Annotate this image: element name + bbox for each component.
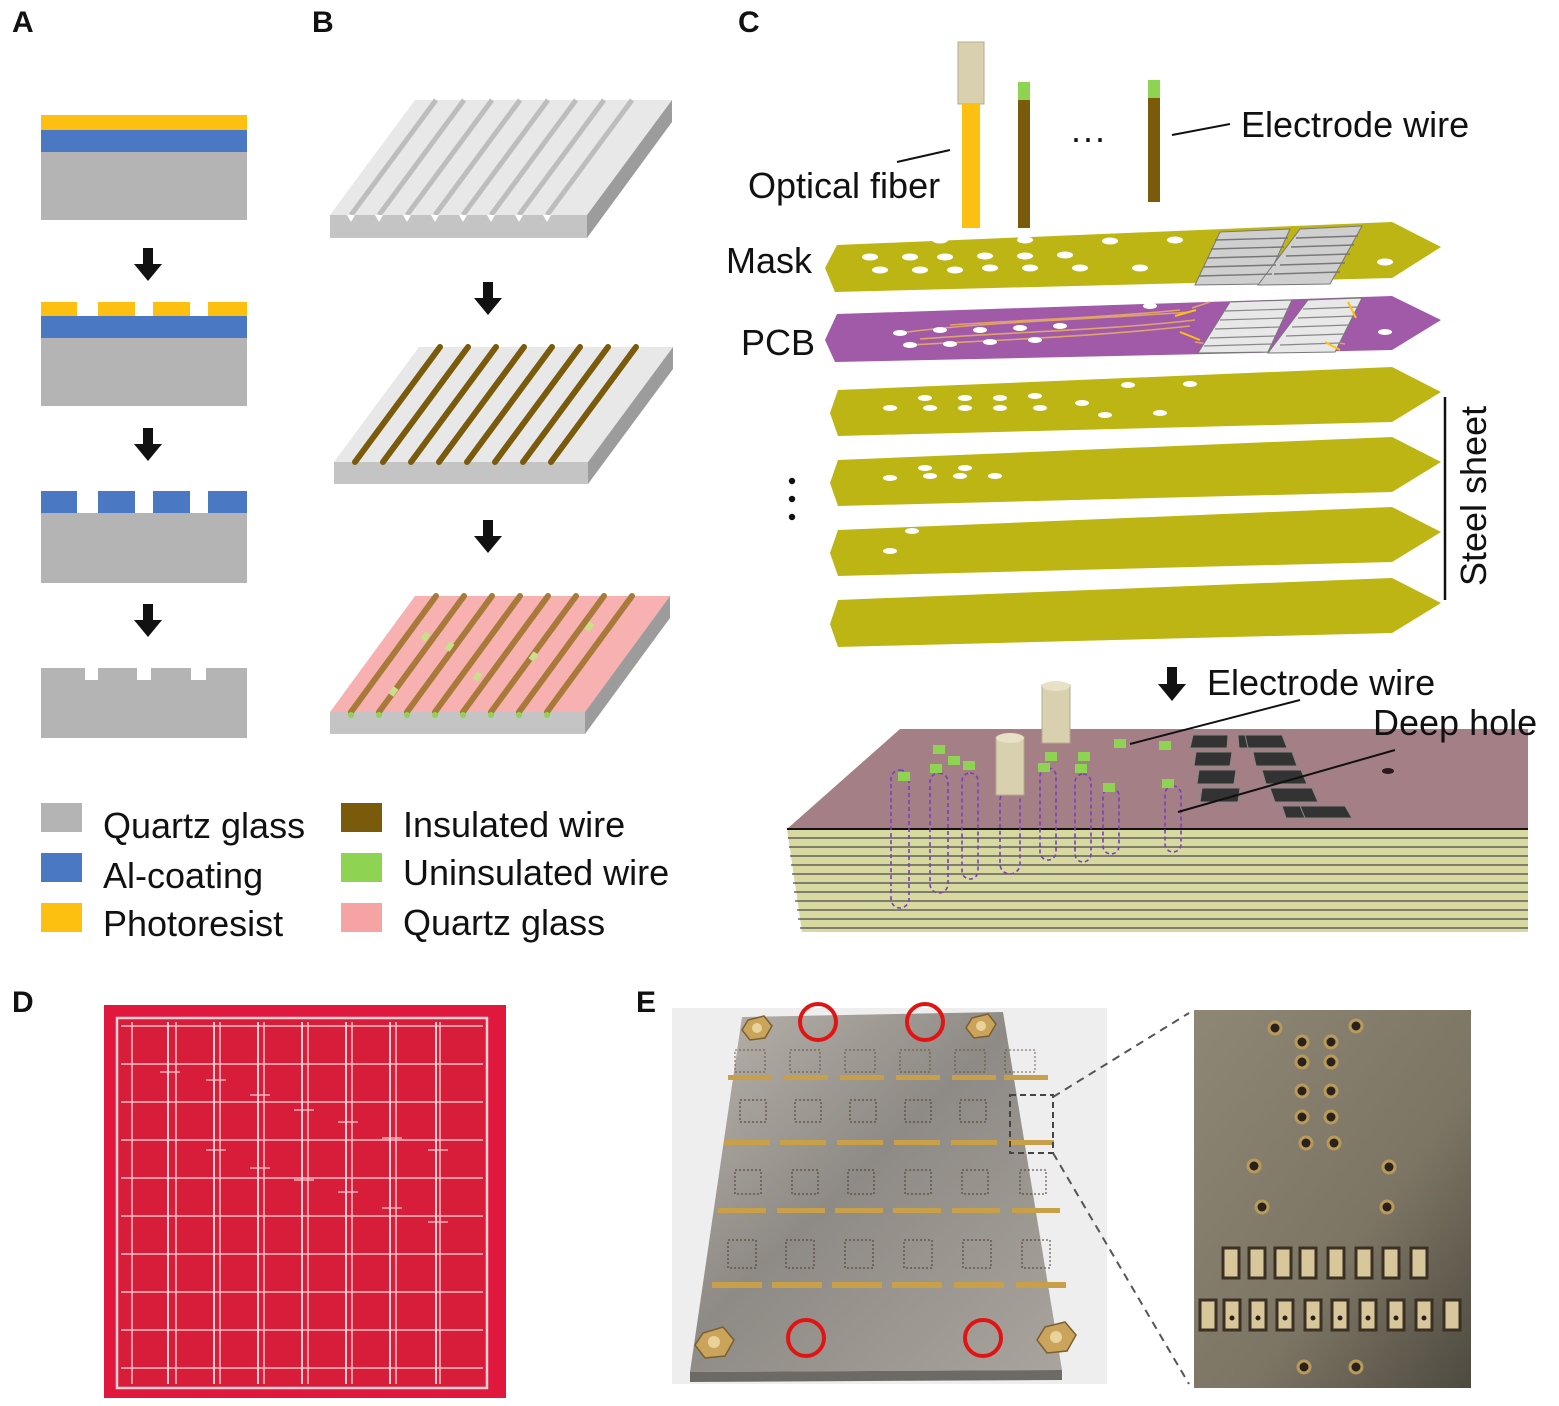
pcb-sheet [825, 296, 1441, 362]
steel-sheet-1 [830, 367, 1441, 436]
label-electrode-wire-bottom: Electrode wire [1207, 662, 1435, 703]
label-deep-hole: Deep hole [1373, 702, 1537, 743]
panel-c: ··· Optical fiber Electrode wire [726, 41, 1537, 932]
panel-label-c: C [738, 6, 760, 39]
legend-swatch-quartz [41, 803, 82, 832]
photo-d-quartz-plate [104, 1005, 506, 1398]
photo-e-steel-block [672, 1002, 1107, 1384]
legend-uninsulated-wire: Uninsulated wire [403, 852, 669, 893]
step-a1 [41, 115, 247, 220]
panel-b-slab-2 [334, 344, 673, 484]
photo-e-zoom [1194, 1010, 1471, 1388]
ellipsis-vertical [788, 477, 796, 521]
legend-al-coating: Al-coating [103, 855, 263, 896]
label-steel-sheet: Steel sheet [1453, 406, 1494, 586]
steel-sheet-2 [830, 437, 1441, 506]
panel-b-slab-3 [330, 593, 670, 734]
legend-swatch-quartz-pink [341, 903, 382, 932]
red-markers [786, 1002, 1003, 1358]
zoom-connectors [1052, 1012, 1190, 1385]
panel-b-slab-1 [330, 98, 672, 238]
legend-insulated-wire: Insulated wire [403, 804, 625, 845]
legend-swatch-photoresist [41, 903, 82, 932]
legend-photoresist: Photoresist [103, 903, 283, 944]
label-electrode-wire: Electrode wire [1241, 104, 1469, 145]
legend: Quartz glass Al-coating Photoresist Insu… [41, 803, 669, 944]
panel-a-steps [41, 115, 247, 738]
step-a2 [41, 302, 247, 406]
legend-quartz-glass-2: Quartz glass [403, 902, 605, 943]
panel-label-a: A [12, 6, 34, 39]
panel-label-e: E [636, 986, 656, 1019]
mask-sheet [825, 222, 1441, 292]
arrow-b [474, 282, 502, 553]
assembled-stack [787, 681, 1528, 932]
zoom-region [1009, 1094, 1054, 1154]
steel-sheet-3 [830, 507, 1441, 576]
ellipsis-wires: ··· [1070, 117, 1106, 158]
electrode-wire-2 [1148, 80, 1160, 202]
electrode-wire-1 [1018, 82, 1030, 228]
legend-swatch-insulated [341, 803, 382, 832]
arrow-a [134, 248, 162, 637]
fiber-ferrule [957, 41, 985, 105]
label-pcb: PCB [741, 322, 815, 363]
optical-fiber [962, 104, 980, 228]
legend-swatch-al [41, 853, 82, 882]
array-row [734, 1049, 1036, 1073]
arrow-c [1158, 667, 1186, 701]
panel-label-b: B [312, 6, 334, 39]
assembled-fibers [995, 681, 1071, 796]
step-a4 [41, 668, 247, 738]
legend-swatch-uninsulated [341, 853, 382, 882]
legend-quartz-glass: Quartz glass [103, 805, 305, 846]
steel-sheet-4 [830, 578, 1441, 647]
panel-label-d: D [12, 986, 34, 1019]
step-a3 [41, 491, 247, 583]
label-mask: Mask [726, 240, 813, 281]
label-optical-fiber: Optical fiber [748, 165, 940, 206]
